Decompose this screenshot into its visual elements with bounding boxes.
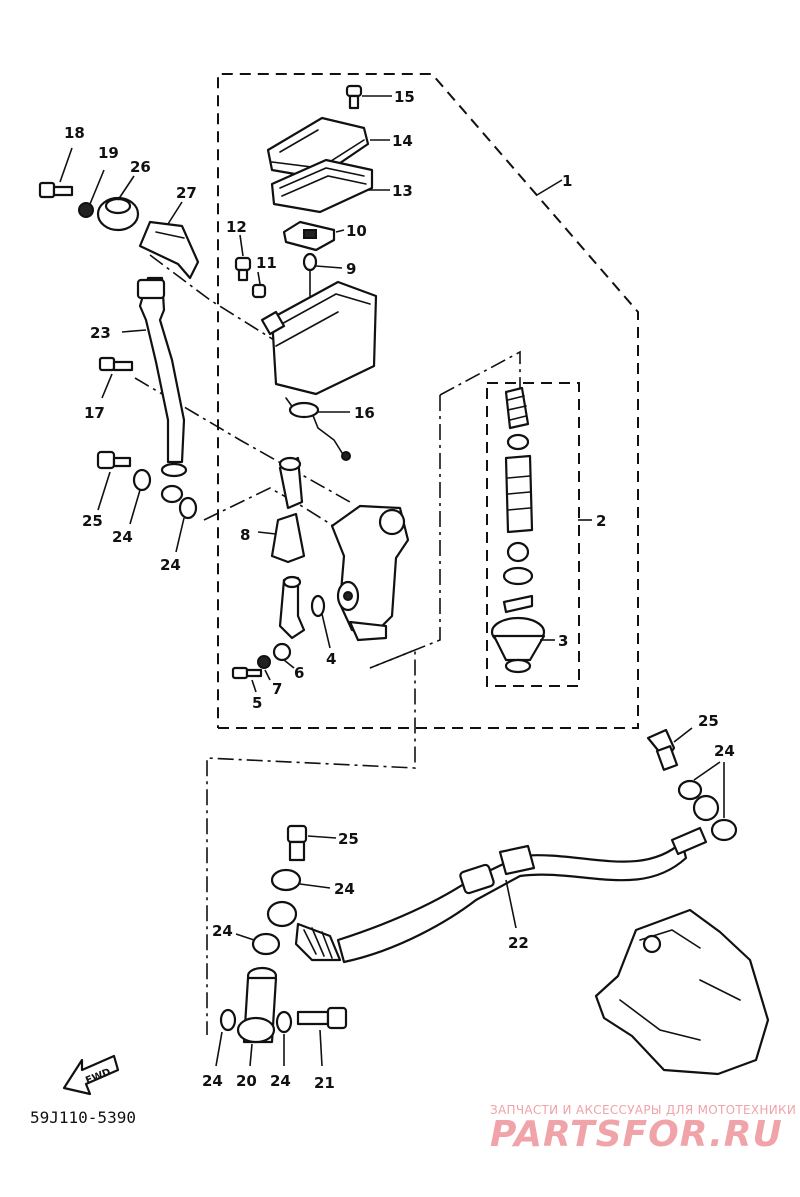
part-24-gasket-upper-b xyxy=(178,496,198,520)
leader-lines xyxy=(59,95,725,1067)
part-26-grommet xyxy=(96,196,140,232)
callout-14: 14 xyxy=(392,132,413,150)
callout-16: 16 xyxy=(354,404,375,422)
part-24-gasket-upper-a xyxy=(132,468,152,492)
part-15-screw xyxy=(345,84,363,110)
assembly-2-outline xyxy=(486,382,580,687)
callout-17: 17 xyxy=(84,404,105,422)
assembly-line-hose-to-body xyxy=(203,487,341,531)
callout-9: 9 xyxy=(346,260,356,278)
callout-24-lower-c: 24 xyxy=(202,1072,223,1090)
piston-kit-circlip xyxy=(502,594,534,614)
assembly-line-piston-2 xyxy=(369,395,441,669)
piston-kit-spring xyxy=(504,386,530,430)
callout-labels: 1 2 3 4 5 6 7 8 9 10 11 12 13 14 15 16 1… xyxy=(64,88,735,1092)
callout-23: 23 xyxy=(90,324,111,342)
part-22-brake-hose xyxy=(294,840,688,964)
hose-end-fitting-upper xyxy=(670,794,720,856)
callout-8: 8 xyxy=(240,526,250,544)
part-3-dust-boot xyxy=(490,616,546,674)
assembly-line-reservoir-to-hose xyxy=(149,254,283,346)
part-25-union-bolt-right xyxy=(646,728,679,771)
part-10-diaphragm-plate xyxy=(282,220,336,252)
part-24-gasket-lower-d xyxy=(275,1010,293,1034)
callout-12: 12 xyxy=(226,218,247,236)
assembly-line-piston-to-body xyxy=(439,350,521,396)
callout-27: 27 xyxy=(176,184,197,202)
callout-25-lower: 25 xyxy=(338,830,359,848)
part-27-bracket xyxy=(138,220,200,280)
callout-19: 19 xyxy=(98,144,119,162)
push-rod-clevis xyxy=(278,575,306,640)
diagram-code: 59J110-5390 xyxy=(30,1108,136,1127)
callout-13: 13 xyxy=(392,182,413,200)
part-12-screw xyxy=(234,256,252,282)
callout-24-upper-a: 24 xyxy=(112,528,133,546)
callout-15: 15 xyxy=(394,88,415,106)
callout-6: 6 xyxy=(294,664,304,682)
part-7-washer xyxy=(257,655,271,669)
hose-end-fitting-lower xyxy=(266,900,298,928)
callout-11: 11 xyxy=(256,254,277,272)
brake-caliper-outline xyxy=(594,908,770,1076)
part-17-bolt xyxy=(98,356,134,372)
part-16-hose-clip xyxy=(288,401,320,419)
part-18-bolt xyxy=(38,181,74,199)
callout-18: 18 xyxy=(64,124,85,142)
part-23-reservoir-hose xyxy=(136,276,188,504)
reservoir-tank xyxy=(260,280,378,461)
part-24-gasket-lower-b xyxy=(251,932,281,956)
callout-25-right: 25 xyxy=(698,712,719,730)
forward-arrow-icon: FWD xyxy=(62,1054,120,1096)
callout-24-lower-b: 24 xyxy=(212,922,233,940)
callout-22: 22 xyxy=(508,934,529,952)
watermark: ЗАПЧАСТИ И АКСЕССУАРЫ ДЛЯ МОТОТЕХНИКИ PA… xyxy=(490,1103,796,1155)
callout-10: 10 xyxy=(346,222,367,240)
part-25-union-bolt-lower xyxy=(286,824,308,862)
callout-5: 5 xyxy=(252,694,262,712)
callout-24-lower-d: 24 xyxy=(270,1072,291,1090)
part-11-washer xyxy=(251,283,267,299)
part-24-gasket-right-a xyxy=(677,779,703,801)
callout-20: 20 xyxy=(236,1072,257,1090)
part-24-gasket-lower-a xyxy=(270,868,302,892)
part-25-union-bolt-upper xyxy=(96,450,132,470)
piston-kit-cup-2 xyxy=(506,541,530,563)
part-24-gasket-right-b xyxy=(710,818,738,842)
callout-4: 4 xyxy=(326,650,336,668)
watermark-brand: PARTSFOR.RU xyxy=(490,1114,783,1155)
assembly-1-outline xyxy=(217,73,639,729)
callout-24-lower-a: 24 xyxy=(334,880,355,898)
piston-kit-piston xyxy=(504,454,534,534)
callout-21: 21 xyxy=(314,1074,335,1092)
piston-kit-washer xyxy=(502,566,534,586)
callout-24-upper-b: 24 xyxy=(160,556,181,574)
callout-7: 7 xyxy=(272,680,282,698)
callout-24-right: 24 xyxy=(714,742,735,760)
callout-3: 3 xyxy=(558,632,568,650)
part-4-o-ring xyxy=(310,594,326,618)
part-9-float xyxy=(302,252,318,301)
callout-1: 1 xyxy=(562,172,572,190)
part-6-nut xyxy=(272,642,292,662)
part-8-push-rod xyxy=(270,456,306,564)
part-24-gasket-lower-c xyxy=(219,1008,237,1032)
part-5-bolt xyxy=(231,666,263,680)
part-20-union-fitting xyxy=(236,966,278,1044)
callout-26: 26 xyxy=(130,158,151,176)
part-19-nut xyxy=(78,202,94,218)
watermark-tagline: ЗАПЧАСТИ И АКСЕССУАРЫ ДЛЯ МОТОТЕХНИКИ xyxy=(490,1103,796,1117)
piston-kit-cup-1 xyxy=(506,433,530,451)
callout-2: 2 xyxy=(596,512,606,530)
callout-25-upper: 25 xyxy=(82,512,103,530)
assembly-line-body-to-lower xyxy=(206,648,416,1035)
master-cylinder-body xyxy=(330,504,410,642)
part-21-bolt xyxy=(296,1006,348,1030)
part-13-diaphragm xyxy=(270,158,374,214)
